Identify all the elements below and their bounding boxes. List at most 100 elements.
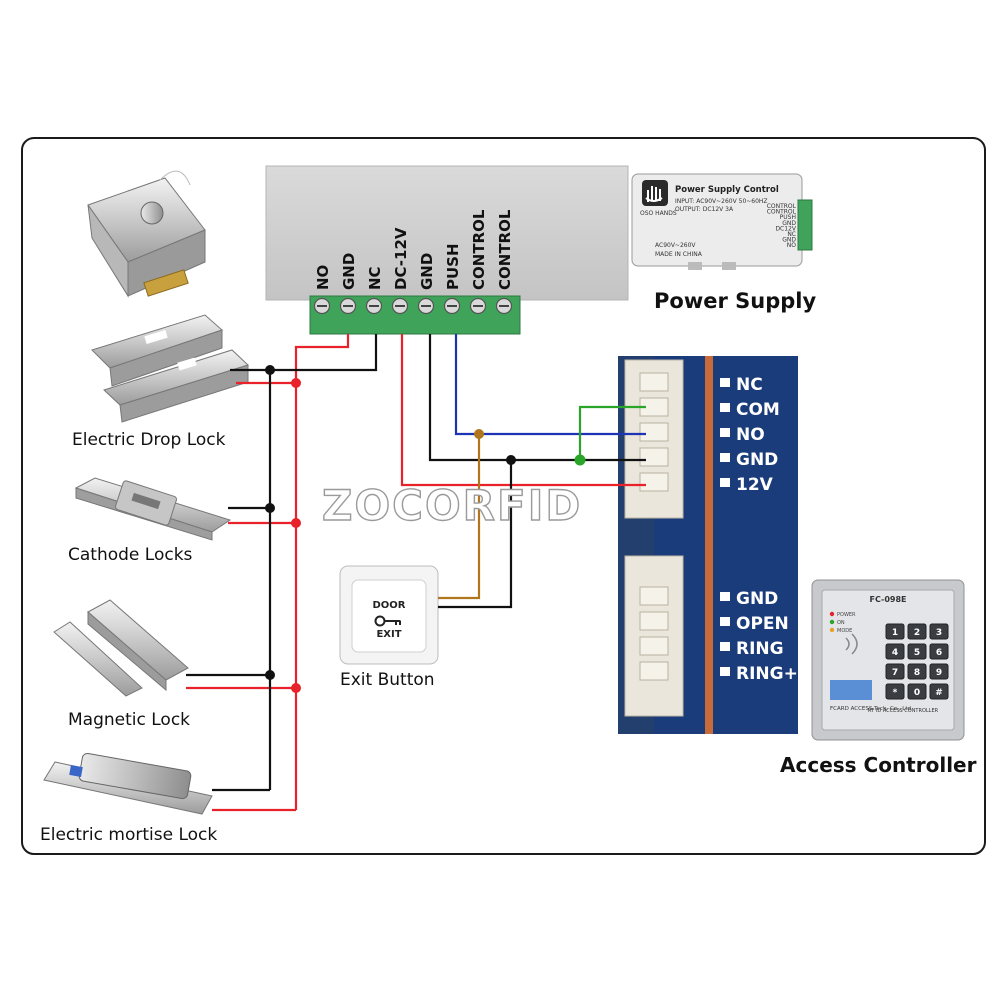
hand-icon: [645, 186, 663, 202]
company-text: FCARD ACCESS Tech. Co., Ltd: [830, 706, 911, 712]
pin-label: COM: [736, 400, 780, 420]
side-label: GND: [782, 237, 796, 244]
connector-pin: [639, 422, 669, 442]
blue-wire-push: [454, 334, 646, 436]
indicator-led: [829, 611, 835, 617]
pin-label: NO: [736, 425, 765, 445]
terminal-screw: [495, 297, 513, 315]
junctions: [265, 365, 586, 693]
mortise-lock-label: Electric mortise Lock: [40, 825, 217, 845]
keypad-key: [885, 683, 905, 700]
side-label: CONTROL: [767, 209, 797, 216]
connector-pin: [639, 586, 669, 606]
pin-pad: [720, 617, 730, 626]
keypad-key: [885, 623, 905, 640]
pin-pad: [720, 667, 730, 676]
terminal-label: GND: [340, 253, 358, 290]
connector-pin: [639, 447, 669, 467]
keypad-key: [929, 643, 949, 660]
made-in: MADE IN CHINA: [655, 251, 703, 258]
input-spec: INPUT: AC90V~260V 50~60HZ: [675, 198, 768, 205]
keypad-key: [885, 663, 905, 680]
pin-pad: [720, 428, 730, 437]
electric-lock-image: [87, 170, 206, 298]
bottom-spec: AC90V~260V: [655, 242, 696, 249]
keypad-key: [907, 623, 927, 640]
keypad-key: [907, 683, 927, 700]
black-wire-exit: [438, 460, 513, 609]
indicator-led: [829, 627, 835, 633]
pin-pad: [720, 592, 730, 601]
keypad-key: [907, 643, 927, 660]
keypad-key: [929, 683, 949, 700]
pin-pad: [720, 378, 730, 387]
key-label: 1: [892, 628, 898, 638]
terminal-screw: [365, 297, 383, 315]
exit-exit-text: EXIT: [376, 629, 401, 640]
connector-bottom: [624, 555, 684, 717]
brown-wire-exit: [438, 434, 481, 600]
exit-door-text: DOOR: [372, 600, 405, 611]
cathode-lock-image: Cathode Locks: [68, 477, 232, 565]
output-spec: OUTPUT: DC12V 3A: [675, 206, 734, 213]
key-label: *: [893, 688, 898, 698]
magnetic-lock-label: Magnetic Lock: [68, 710, 190, 730]
key-label: 5: [914, 648, 920, 658]
key-label: 4: [892, 648, 898, 658]
side-label: NC: [787, 231, 796, 238]
terminal-label: CONTROL: [496, 209, 514, 290]
pin-label: 12V: [736, 475, 774, 495]
access-controller-label: Access Controller: [780, 753, 977, 777]
key-label: 8: [914, 668, 920, 678]
terminal-label: DC-12V: [392, 227, 410, 290]
side-label: NO: [787, 242, 796, 249]
pin-pad: [720, 642, 730, 651]
indicator-label: ON: [837, 620, 845, 626]
terminal-screw: [391, 297, 409, 315]
pin-pad: [720, 478, 730, 487]
key-label: 6: [936, 648, 942, 658]
terminal-screw: [417, 297, 435, 315]
keypad-key: [907, 663, 927, 680]
cathode-lock-label: Cathode Locks: [68, 545, 193, 565]
key-label: 2: [914, 628, 920, 638]
brand-text: OSO HANDS: [640, 210, 677, 217]
black-wire-gnd: [428, 334, 646, 462]
terminal-label: GND: [418, 253, 436, 290]
key-label: 0: [914, 688, 920, 698]
keypad-key: [929, 623, 949, 640]
terminal-screw: [313, 297, 331, 315]
exit-button-image: DOOR EXIT Exit Button: [339, 565, 439, 690]
device-title: Power Supply Control: [675, 185, 779, 195]
connector-pin: [639, 611, 669, 631]
pin-label: RING+: [736, 664, 798, 684]
terminal-screw: [339, 297, 357, 315]
pin-label: OPEN: [736, 614, 789, 634]
electric-drop-lock-image: Electric Drop Lock: [72, 314, 249, 450]
rfid-icon: [845, 633, 858, 655]
pin-label: NC: [736, 375, 763, 395]
key-icon: [374, 615, 401, 627]
model-label: FC-098E: [869, 595, 906, 604]
terminal-label: NC: [366, 266, 384, 290]
side-label: GND: [782, 220, 796, 227]
side-label: DC12V: [775, 225, 796, 232]
connector-pin: [639, 636, 669, 656]
subtitle-text: RF ID ACCESS CONTROLLER: [868, 708, 939, 714]
green-wire-com: [578, 405, 646, 460]
indicator-label: MODE: [837, 628, 852, 634]
terminal-label: NO: [314, 265, 332, 290]
pin-label: RING: [736, 639, 784, 659]
keypad-key: [885, 643, 905, 660]
connector-pin: [639, 372, 669, 392]
mortise-lock-image: Electric mortise Lock: [40, 752, 217, 845]
terminal-label: PUSH: [444, 243, 462, 290]
connector-pin: [639, 472, 669, 492]
display-window: [830, 680, 872, 700]
key-label: #: [935, 688, 943, 698]
wires: [186, 334, 646, 812]
indicator-led: [829, 619, 835, 625]
pin-pad: [720, 403, 730, 412]
